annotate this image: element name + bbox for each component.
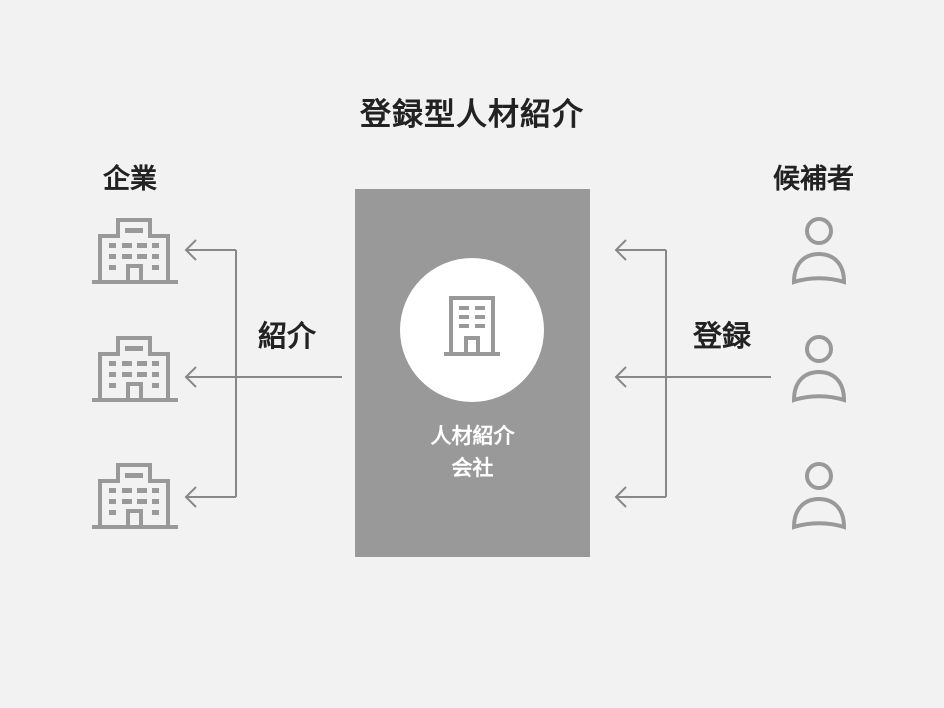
arrowhead-icon (614, 366, 627, 388)
agency-label: 人材紹介 会社 (355, 420, 590, 484)
register-label: 登録 (693, 319, 752, 353)
arrowhead-icon (184, 239, 197, 261)
arrowhead-icon (184, 486, 197, 508)
agency-label-line1: 人材紹介 (430, 424, 515, 448)
agency-label-line2: 会社 (451, 456, 494, 480)
person-icon (791, 335, 847, 403)
agency-icon-circle (400, 258, 544, 402)
office-building-icon (92, 218, 178, 284)
arrowhead-icon (184, 366, 197, 388)
arrowhead-icon (614, 239, 627, 261)
diagram-title: 登録型人材紹介 (360, 97, 584, 133)
arrowhead-icon (614, 486, 627, 508)
introduce-label: 紹介 (258, 319, 317, 353)
person-icon (791, 462, 847, 530)
candidates-label: 候補者 (773, 164, 854, 195)
office-building-icon (92, 463, 178, 529)
office-tower-icon (444, 296, 500, 356)
person-icon (791, 217, 847, 285)
agency-box: 人材紹介 会社 (355, 189, 590, 557)
office-building-icon (92, 336, 178, 402)
companies-label: 企業 (103, 164, 157, 195)
